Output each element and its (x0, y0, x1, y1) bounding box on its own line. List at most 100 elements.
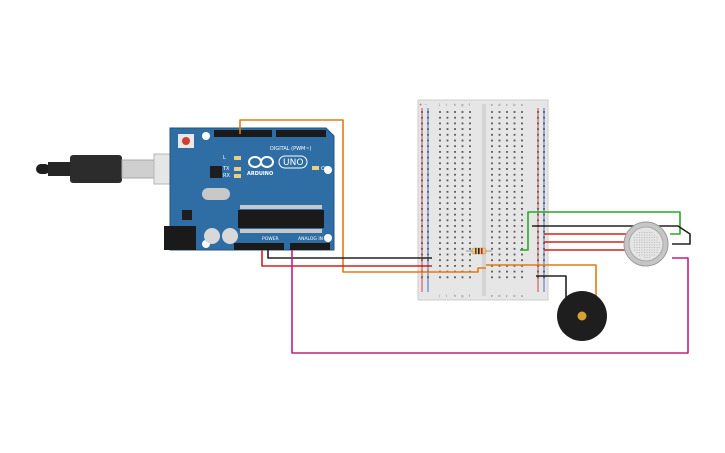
breadboard-hole[interactable] (469, 219, 471, 222)
breadboard-hole[interactable] (498, 247, 501, 250)
breadboard-hole[interactable] (498, 196, 501, 199)
breadboard-hole[interactable] (461, 185, 464, 187)
breadboard-hole[interactable] (439, 156, 441, 159)
breadboard-hole[interactable] (461, 225, 464, 227)
breadboard-hole[interactable] (506, 156, 508, 159)
breadboard-hole[interactable] (543, 156, 545, 159)
breadboard-hole[interactable] (461, 230, 464, 233)
breadboard-hole[interactable] (461, 133, 464, 136)
breadboard-hole[interactable] (427, 179, 429, 182)
breadboard-hole[interactable] (461, 259, 464, 262)
breadboard-hole[interactable] (469, 242, 471, 244)
breadboard-hole[interactable] (439, 128, 441, 130)
breadboard-hole[interactable] (446, 230, 449, 233)
breadboard-hole[interactable] (454, 208, 456, 210)
breadboard-hole[interactable] (446, 242, 449, 244)
breadboard-hole[interactable] (491, 151, 493, 153)
breadboard-hole[interactable] (521, 196, 523, 199)
breadboard-hole[interactable] (543, 253, 545, 256)
breadboard-hole[interactable] (513, 270, 516, 273)
breadboard-hole[interactable] (454, 253, 456, 256)
breadboard-hole[interactable] (469, 116, 471, 119)
breadboard-hole[interactable] (506, 253, 508, 256)
breadboard-hole[interactable] (454, 247, 456, 250)
breadboard-hole[interactable] (491, 173, 493, 176)
breadboard-hole[interactable] (491, 111, 493, 113)
breadboard-hole[interactable] (421, 196, 423, 199)
breadboard-hole[interactable] (439, 185, 441, 187)
wire-green-sensor[interactable] (520, 211, 681, 251)
breadboard-hole[interactable] (491, 139, 493, 142)
breadboard-hole[interactable] (543, 145, 545, 148)
breadboard-hole[interactable] (469, 168, 471, 170)
breadboard-hole[interactable] (461, 202, 464, 205)
breadboard-hole[interactable] (498, 253, 501, 256)
breadboard-hole[interactable] (513, 111, 516, 113)
breadboard-hole[interactable] (537, 265, 539, 267)
breadboard-hole[interactable] (454, 259, 456, 262)
breadboard-hole[interactable] (498, 230, 501, 233)
breadboard-hole[interactable] (513, 247, 516, 250)
breadboard-hole[interactable] (513, 179, 516, 182)
breadboard-hole[interactable] (521, 230, 523, 233)
breadboard-hole[interactable] (454, 179, 456, 182)
breadboard-hole[interactable] (454, 190, 456, 193)
breadboard-hole[interactable] (446, 162, 449, 165)
wire-black-sensor[interactable] (532, 225, 691, 245)
breadboard-hole[interactable] (421, 145, 423, 148)
breadboard-hole[interactable] (543, 128, 545, 130)
breadboard-hole[interactable] (521, 253, 523, 256)
breadboard-hole[interactable] (506, 208, 508, 210)
breadboard-hole[interactable] (521, 202, 523, 205)
breadboard-hole[interactable] (491, 276, 493, 279)
breadboard-hole[interactable] (454, 173, 456, 176)
breadboard-hole[interactable] (498, 156, 501, 159)
breadboard-hole[interactable] (513, 230, 516, 233)
breadboard-hole[interactable] (521, 247, 523, 250)
breadboard-hole[interactable] (461, 151, 464, 153)
breadboard-hole[interactable] (537, 242, 539, 244)
breadboard-hole[interactable] (537, 190, 539, 193)
breadboard-hole[interactable] (543, 247, 545, 250)
breadboard-hole[interactable] (439, 265, 441, 267)
breadboard-hole[interactable] (543, 265, 545, 267)
breadboard-hole[interactable] (439, 242, 441, 244)
breadboard-hole[interactable] (537, 111, 539, 113)
breadboard-hole[interactable] (469, 225, 471, 227)
breadboard-hole[interactable] (439, 253, 441, 256)
breadboard-hole[interactable] (446, 168, 449, 170)
breadboard-hole[interactable] (506, 139, 508, 142)
breadboard-hole[interactable] (421, 213, 423, 216)
breadboard-hole[interactable] (446, 133, 449, 136)
breadboard-hole[interactable] (498, 242, 501, 244)
breadboard-hole[interactable] (469, 185, 471, 187)
breadboard-hole[interactable] (537, 133, 539, 136)
breadboard-hole[interactable] (513, 145, 516, 148)
breadboard-hole[interactable] (513, 236, 516, 239)
breadboard-hole[interactable] (543, 122, 545, 125)
breadboard-hole[interactable] (498, 213, 501, 216)
breadboard-hole[interactable] (461, 208, 464, 210)
breadboard-hole[interactable] (491, 128, 493, 130)
breadboard-hole[interactable] (491, 122, 493, 125)
resistor[interactable] (466, 247, 492, 255)
breadboard-hole[interactable] (491, 156, 493, 159)
breadboard-hole[interactable] (521, 185, 523, 187)
breadboard-hole[interactable] (506, 133, 508, 136)
breadboard-hole[interactable] (421, 225, 423, 227)
breadboard-hole[interactable] (461, 111, 464, 113)
breadboard-hole[interactable] (506, 151, 508, 153)
breadboard-hole[interactable] (491, 190, 493, 193)
breadboard-hole[interactable] (543, 133, 545, 136)
breadboard-hole[interactable] (446, 202, 449, 205)
breadboard-hole[interactable] (446, 276, 449, 279)
breadboard-hole[interactable] (427, 242, 429, 244)
breadboard-hole[interactable] (543, 230, 545, 233)
breadboard-hole[interactable] (537, 162, 539, 165)
breadboard-hole[interactable] (469, 190, 471, 193)
breadboard-hole[interactable] (446, 111, 449, 113)
breadboard-hole[interactable] (521, 213, 523, 216)
breadboard-hole[interactable] (506, 190, 508, 193)
breadboard-hole[interactable] (454, 202, 456, 205)
breadboard-hole[interactable] (454, 145, 456, 148)
